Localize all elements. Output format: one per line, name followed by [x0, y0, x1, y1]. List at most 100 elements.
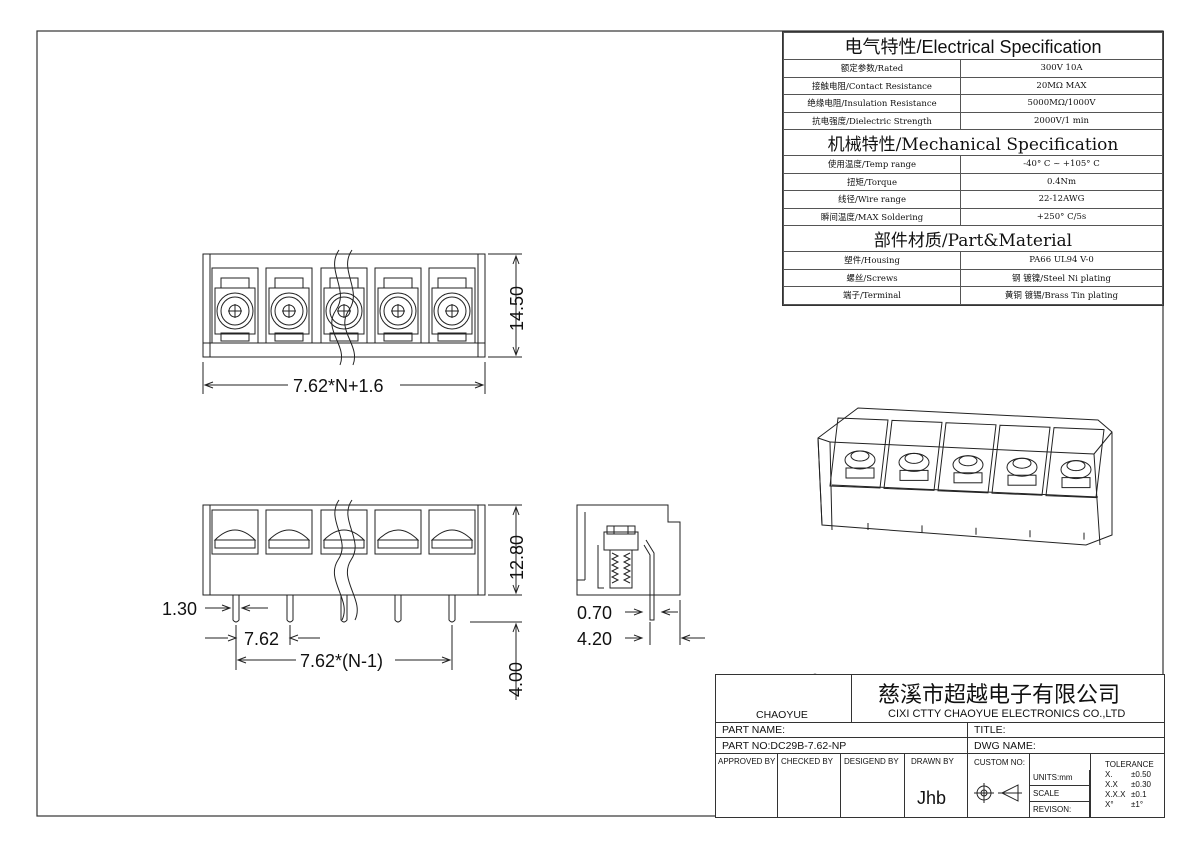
spec-label: 使用温度/Temp range [783, 155, 961, 174]
front-view [202, 504, 486, 623]
designed-cell: DESIGEND BY [841, 754, 905, 817]
title-cell: TITLE: [968, 723, 1164, 738]
spec-label: 绝缘电阻/Insulation Resistance [783, 94, 961, 113]
tol-key: X.X.X [1105, 790, 1126, 799]
iso-terminal [1045, 427, 1105, 540]
dimension-pin-width [205, 604, 268, 612]
tolerance-title: TOLERANCE [1105, 760, 1154, 769]
iso-screw-icon [1060, 460, 1092, 480]
iso-terminal [937, 422, 997, 535]
dimension-height-top [488, 253, 522, 358]
pin [286, 595, 294, 623]
dwg-name: DWG NAME: [974, 740, 1036, 752]
dimension-width-top [202, 362, 486, 394]
drawn-cell: DRAWN BY Jhb [905, 754, 968, 817]
dim-side-offset: 4.20 [577, 629, 612, 649]
front-terminal [374, 509, 422, 555]
part-no: PART NO:DC29B-7.62-NP [722, 740, 847, 752]
pin [232, 595, 240, 623]
iso-screw-icon [952, 455, 984, 475]
designed-by: DESIGEND BY [844, 757, 899, 766]
spec-value: 2000V/1 min [960, 111, 1163, 130]
spec-value: +250° C/5s [960, 207, 1163, 226]
spec-label: 抗电强度/Dielectric Strength [783, 111, 961, 130]
dim-pitch: 7.62 [244, 629, 279, 649]
title-block: CHAOYUE 慈溪市超越电子有限公司 CIXI CTTY CHAOYUE EL… [715, 674, 1165, 818]
spec-label: 扭矩/Torque [783, 172, 961, 191]
screw-icon [216, 292, 254, 330]
iso-terminal [829, 417, 889, 530]
electrical-title: 电气特性/Electrical Specification [783, 32, 1163, 60]
screw-icon [270, 292, 308, 330]
iso-screw-icon [1006, 457, 1038, 477]
specification-table: 电气特性/Electrical Specification 额定参数/Rated… [782, 31, 1164, 306]
spec-value: 5000MΩ/1000V [960, 94, 1163, 113]
iso-screw-icon [844, 450, 876, 470]
title-label: TITLE: [974, 724, 1006, 736]
checked-by: CHECKED BY [781, 757, 834, 766]
pin [340, 595, 348, 623]
spec-value: 20MΩ MAX [960, 76, 1163, 95]
break-line-front-2 [346, 499, 358, 621]
company-name-en: CIXI CTTY CHAOYUE ELECTRONICS CO.,LTD [888, 708, 1126, 720]
screw-icon [325, 292, 363, 330]
tol-val: ±0.30 [1131, 780, 1151, 789]
front-terminal [211, 509, 259, 555]
checked-cell: CHECKED BY [778, 754, 841, 817]
spec-value: 钢 镀镍/Steel Ni plating [960, 268, 1163, 287]
iso-terminal [991, 424, 1051, 538]
pin [394, 595, 402, 623]
scale-cell: SCALE [1030, 786, 1090, 802]
spec-value: 黄铜 镀锡/Brass Tin plating [960, 286, 1163, 305]
terminal-slot [211, 267, 259, 344]
tol-key: X. [1105, 770, 1113, 779]
spec-label: 螺丝/Screws [783, 268, 961, 287]
part-name: PART NAME: [722, 724, 786, 736]
tol-key: X.X [1105, 780, 1118, 789]
top-view [202, 253, 486, 358]
terminal-slot [320, 267, 368, 344]
dwg-name-cell: DWG NAME: [968, 738, 1164, 754]
spec-label: 端子/Terminal [783, 286, 961, 305]
scale: SCALE [1033, 789, 1060, 798]
tolerance-cell: TOLERANCE X. ±0.50 X.X ±0.30 X.X.X ±0.1 … [1090, 754, 1164, 817]
front-terminal [320, 509, 368, 555]
units: UNITS:mm [1033, 773, 1073, 782]
dim-height-top: 14.50 [507, 286, 527, 331]
revision: REVISON: [1033, 805, 1072, 814]
custom-no: CUSTOM NO: [974, 758, 1025, 767]
spec-value: 0.4Nm [960, 172, 1163, 191]
dimension-height-front [470, 504, 522, 700]
dim-pin-width: 1.30 [162, 599, 197, 619]
dimension-pitch [205, 625, 453, 670]
dim-pitch-total: 7.62*(N-1) [300, 651, 383, 671]
drawer-name: Jhb [917, 788, 947, 808]
screw-icon [379, 292, 417, 330]
spec-label: 瞬间温度/MAX Soldering [783, 207, 961, 226]
company-name-cn: 慈溪市超越电子有限公司 [878, 682, 1121, 707]
tol-val: ±0.50 [1131, 770, 1151, 779]
break-line-front [333, 499, 345, 621]
isometric-view [817, 407, 1113, 546]
spec-value: PA66 UL94 V-0 [960, 251, 1163, 270]
approved-by: APPROVED BY [718, 757, 776, 766]
terminal-slots [211, 267, 476, 344]
front-terminal [428, 509, 476, 555]
spec-value: 300V 10A [960, 59, 1163, 78]
tol-key: X° [1105, 800, 1114, 809]
material-title: 部件材质/Part&Material [783, 225, 1163, 252]
spec-label: 塑件/Housing [783, 251, 961, 270]
front-terminal [265, 509, 313, 555]
tol-val: ±1° [1131, 800, 1144, 809]
break-line-top [331, 249, 343, 366]
drawn-by: DRAWN BY [911, 757, 954, 766]
terminal-slot [374, 267, 422, 344]
spec-label: 接触电阻/Contact Resistance [783, 76, 961, 95]
dim-side-pin: 0.70 [577, 603, 612, 623]
company-cell: 慈溪市超越电子有限公司 CIXI CTTY CHAOYUE ELECTRONIC… [852, 675, 1164, 723]
iso-screw-icon [898, 452, 930, 472]
logo-text: CHAOYUE [756, 709, 808, 721]
break-line-top-2 [344, 249, 356, 366]
units-cell: UNITS:mm [1030, 770, 1090, 786]
